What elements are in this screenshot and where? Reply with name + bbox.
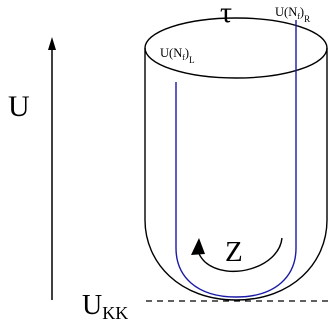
left-brane-label: U(Nf)L <box>160 47 195 65</box>
energy-axis-arrow <box>48 37 56 300</box>
right-brane-sub: f <box>297 12 300 21</box>
cigar-outline <box>144 48 328 301</box>
tau-label: τ <box>220 0 233 29</box>
left-brane-main: U(N <box>160 46 183 60</box>
left-brane-close: ) <box>184 46 190 60</box>
ukk-main: U <box>82 290 103 321</box>
right-brane-close: ) <box>299 5 305 19</box>
right-brane-label: U(Nf)R <box>275 6 310 24</box>
energy-axis-label: U <box>8 90 30 123</box>
z-rotation-label: Z <box>225 236 243 268</box>
flavor-brane-curve <box>175 20 297 298</box>
left-brane-sub: f <box>182 53 185 62</box>
ukk-label: UKK <box>82 290 129 323</box>
ukk-subscript: KK <box>102 303 129 323</box>
rotation-arrowhead-icon <box>191 238 205 255</box>
left-brane-side: L <box>189 55 195 65</box>
right-brane-main: U(N <box>275 5 298 19</box>
cigar-top-ellipse <box>144 17 328 79</box>
right-brane-side: R <box>304 14 311 24</box>
